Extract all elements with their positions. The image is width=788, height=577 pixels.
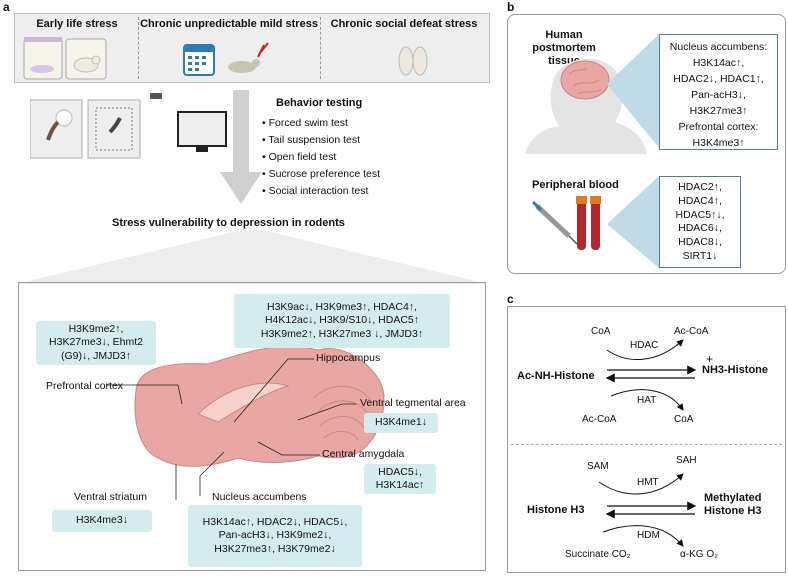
behavior-test-item: • Forced swim test [262, 117, 348, 129]
mark-line: Nucleus accumbens: [669, 41, 768, 53]
mark-line: HDAC8↓, [678, 236, 722, 249]
tag-line: H3K14ac↑, HDAC2↓, HDAC5↓, [202, 515, 348, 528]
tag-line: (G9)↓, JMJD3↑ [60, 349, 131, 362]
tag-line: H3K14ac↑ [375, 479, 425, 491]
acetyl-right-species: NH3-Histone [702, 364, 769, 376]
cage-icon [23, 37, 63, 80]
tag-ventral-striatum: H3K4me3↓ [52, 510, 152, 532]
behavior-test-item: • Open field test [262, 151, 337, 163]
zoom-trapezoid [16, 230, 488, 284]
methyl-left-species: Histone H3 [527, 504, 585, 516]
region-label-vta: Ventral tegmental area [360, 397, 466, 409]
brain-region-box [18, 282, 486, 571]
tissue-marks-box: Nucleus accumbens: H3K14ac↑, HDAC2↓, HDA… [659, 34, 778, 150]
methyl-top-right: SAH [676, 455, 697, 466]
tag-nucleus-accumbens: H3K14ac↑, HDAC2↓, HDAC5↓, Pan-acH3↓, H3K… [188, 505, 362, 567]
stress-divider [138, 17, 139, 79]
behavior-setup-illustration [30, 93, 227, 159]
mark-line: HDAC6↓, [678, 222, 722, 235]
panel-c-letter: c [507, 292, 514, 306]
tag-line: H3K9me2↑, H3K27me3 ↓, JMJD3↑ [260, 327, 424, 340]
methyl-bottom-enzyme: HDM [637, 530, 660, 541]
mark-line: HDAC5↑↓, [675, 208, 725, 221]
rat-brain-illustration [106, 345, 385, 500]
tag-line: H3K9ac↓, H3K9me3↑, HDAC4↑, [267, 300, 417, 313]
behavior-test-item: • Social interaction test [262, 185, 369, 197]
tag-line: H3K4me3↓ [76, 514, 128, 527]
blood-marks-box: HDAC2↑, HDAC4↑, HDAC5↑↓, HDAC6↓, HDAC8↓,… [659, 176, 741, 268]
panel-c-box [507, 306, 786, 573]
panel-a-letter: a [3, 0, 10, 14]
mark-line: H3K27me3↑ [689, 105, 748, 117]
down-arrow-icon [220, 90, 262, 204]
methyl-right-species: Methylated Histone H3 [704, 492, 761, 518]
tag-hippocampus: H3K9ac↓, H3K9me3↑, HDAC4↑, H4K12ac↓, H3K… [234, 294, 450, 348]
acetyl-bottom-left: Ac-CoA [582, 414, 617, 425]
panel-b-illustration [525, 34, 659, 268]
panel-b-box [507, 14, 786, 274]
fighting-mice-icon [398, 46, 428, 76]
region-label-nucleus-accumbens: Nucleus accumbens [212, 491, 307, 503]
tissue-title-line: Human postmortem [532, 29, 596, 54]
mark-line: Pan-acH3↓, [691, 89, 746, 101]
panel-c-divider [511, 444, 782, 445]
calendar-icon [183, 44, 215, 76]
tag-line: Pan-acH3↓, H3K9me2↓, [218, 529, 332, 542]
methyl-bottom-right: α-KG O₂ [680, 549, 718, 560]
mark-line: HDAC2↑, [678, 181, 722, 193]
acetyl-bottom-enzyme: HAT [637, 395, 657, 406]
mark-line: HDAC2↓, HDAC1↑, [673, 73, 764, 85]
cage-icon [65, 38, 107, 80]
tag-vta: H3K4me1↓ [364, 413, 438, 433]
acetyl-left-species: Ac-NH-Histone [517, 370, 595, 382]
acetyl-top-enzyme: HDAC [630, 340, 659, 351]
tag-line: H3K27me3↑, H3K79me2↓ [214, 542, 336, 555]
reaction-arrows [598, 339, 697, 547]
stress-model-title: Early life stress [36, 18, 118, 30]
blood-title: Peripheral blood [532, 179, 619, 191]
mouse-icon [228, 42, 269, 73]
tag-central-amygdala: HDAC5↓, H3K14ac↑ [364, 464, 436, 494]
vulnerability-title: Stress vulnerability to depression in ro… [112, 217, 345, 229]
region-label-central-amygdala: Central amygdala [322, 448, 405, 460]
stress-model-title: Chronic social defeat stress [330, 18, 478, 30]
tag-line: HDAC5↓, [378, 465, 422, 478]
blood-tube-icon [576, 196, 601, 250]
tag-line: H3K27me3↓, Ehmt2 [49, 336, 143, 349]
region-label-ventral-striatum: Ventral striatum [74, 491, 147, 503]
mark-line: H3K4me3↑ [692, 137, 745, 149]
stress-illustrations [23, 37, 428, 80]
behavior-test-item: • Tail suspension test [262, 134, 361, 146]
mark-line: HDAC4↑, [678, 194, 722, 207]
acetyl-top-left: CoA [591, 326, 611, 337]
panel-b-letter: b [507, 0, 515, 14]
acetyl-bottom-right: CoA [674, 414, 694, 425]
mark-line: H3K14ac↑, [692, 57, 745, 69]
behavior-testing-title: Behavior testing [276, 97, 363, 109]
stress-divider [320, 17, 321, 79]
region-label-prefrontal-cortex: Prefrontal cortex [46, 380, 124, 392]
acetyl-top-right: Ac-CoA [674, 326, 709, 337]
tag-prefrontal-cortex: H3K9me2↑, H3K27me3↓, Ehmt2 (G9)↓, JMJD3↑ [36, 321, 156, 365]
mark-line: Prefrontal cortex: [678, 121, 759, 133]
tag-line: H3K9me2↑, [68, 322, 124, 335]
mark-line: SIRT1↓ [682, 249, 718, 262]
methyl-bottom-left: Succinate CO₂ [565, 549, 631, 560]
methyl-right-line: Methylated [704, 492, 762, 504]
tag-line: H3K4me1↓ [375, 416, 427, 429]
methyl-top-left: SAM [587, 461, 609, 472]
behavior-test-item: • Sucrose preference test [262, 168, 381, 180]
methyl-right-line: Histone H3 [704, 505, 762, 517]
region-label-hippocampus: Hippocampus [316, 352, 381, 364]
stress-model-title: Chronic unpredictable mild stress [140, 18, 318, 30]
syringe-icon [531, 200, 578, 245]
methyl-top-enzyme: HMT [637, 477, 659, 488]
tag-line: H4K12ac↓, H3K9/S10↓, HDAC5↑ [264, 314, 420, 327]
acetyl-plus: + [706, 352, 714, 366]
